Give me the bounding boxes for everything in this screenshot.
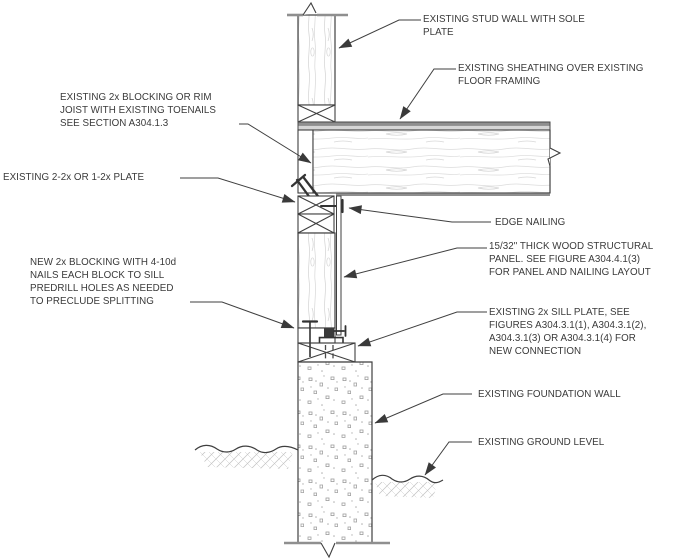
leader-sheathing xyxy=(399,68,456,120)
leader-sill-plate xyxy=(357,311,487,347)
plate-washer xyxy=(318,336,344,343)
floor-sheathing xyxy=(297,121,551,131)
label-new-blocking: NEW 2x BLOCKING WITH 4-10d NAILS EACH BL… xyxy=(30,257,177,307)
ground-right xyxy=(371,474,444,498)
leader-plate xyxy=(180,177,296,203)
leader-panel xyxy=(343,247,487,279)
structural-panel xyxy=(336,195,342,336)
label-ground-level: EXISTING GROUND LEVEL xyxy=(478,437,605,448)
sill-plate-box xyxy=(297,342,356,363)
label-structural-panel: 15/32" THICK WOOD STRUCTURAL PANEL. SEE … xyxy=(489,241,654,278)
top-break-symbol xyxy=(302,1,317,16)
leader-lines xyxy=(180,19,491,476)
label-edge-nailing: EDGE NAILING xyxy=(495,217,566,228)
floor-joist xyxy=(312,129,562,197)
bottom-break-symbol xyxy=(320,542,336,559)
pony-stud xyxy=(297,232,336,329)
leader-ground-level xyxy=(424,441,472,476)
label-stud-wall: EXISTING STUD WALL WITH SOLE PLATE xyxy=(423,14,585,38)
label-blocking-rim: EXISTING 2x BLOCKING OR RIM JOIST WITH E… xyxy=(60,92,217,129)
ground-left xyxy=(194,444,299,469)
stud-wall-upper xyxy=(287,1,348,106)
leader-blocking-rim xyxy=(239,123,312,164)
plate-boxes xyxy=(297,195,335,234)
sole-plate-box xyxy=(297,104,336,123)
label-sheathing: EXISTING SHEATHING OVER EXISTING FLOOR F… xyxy=(458,63,644,87)
label-foundation: EXISTING FOUNDATION WALL xyxy=(478,389,621,400)
label-sill-plate: EXISTING 2x SILL PLATE, SEE FIGURES A304… xyxy=(489,307,647,357)
label-plate: EXISTING 2-2x OR 1-2x PLATE xyxy=(3,172,145,183)
leader-edge-nailing xyxy=(348,205,491,223)
leader-stud-wall xyxy=(338,19,421,49)
foundation-wall xyxy=(284,361,390,559)
right-break-symbol xyxy=(547,130,562,193)
leader-foundation xyxy=(374,393,472,424)
leader-new-blocking xyxy=(190,301,295,329)
anchor-nut xyxy=(324,328,334,338)
